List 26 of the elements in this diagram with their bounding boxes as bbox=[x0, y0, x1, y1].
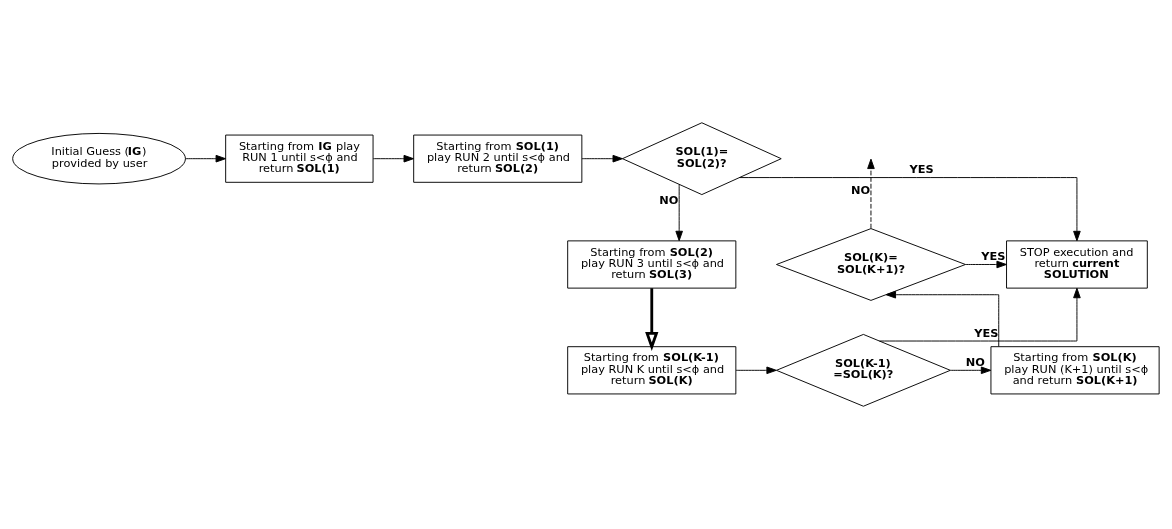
node-box: Starting from SOL(1) play RUN 2 until s<ϕ and return SOL(2) bbox=[413, 134, 583, 183]
node-box: Starting from SOL(K) play RUN (K+1) until s<ϕ and return SOL(K+1) bbox=[990, 346, 1160, 395]
edge-label: YES bbox=[909, 162, 934, 177]
arrow bbox=[949, 366, 992, 375]
arrow bbox=[645, 288, 659, 351]
edge-label: YES bbox=[974, 325, 999, 340]
arrow bbox=[879, 287, 1081, 342]
node-diamond: SOL(1)= SOL(2)? bbox=[622, 122, 782, 196]
arrow bbox=[735, 366, 777, 375]
arrow bbox=[581, 154, 623, 163]
arrow bbox=[739, 177, 1081, 242]
arrow bbox=[965, 260, 1007, 269]
edge-label: NO bbox=[965, 355, 985, 370]
node-box: Starting from SOL(2) play RUN 3 until s<ϕ and return SOL(3) bbox=[567, 240, 737, 289]
node-box: STOP execution and return current SOLUTION bbox=[1006, 240, 1148, 289]
edge-label: YES bbox=[981, 249, 1006, 264]
arrow bbox=[185, 154, 226, 163]
node-box: Starting from IG play RUN 1 until s<ϕ and return SOL(1) bbox=[225, 134, 374, 183]
edge-label: NO bbox=[851, 183, 871, 198]
arrow bbox=[885, 290, 1000, 347]
arrow bbox=[372, 154, 414, 163]
arrow bbox=[867, 158, 875, 229]
arrow bbox=[675, 184, 683, 242]
node-diamond: SOL(K-1) =SOL(K)? bbox=[776, 333, 951, 407]
node-ellipse: Initial Guess (IG) provided by user bbox=[12, 132, 186, 185]
node-box: Starting from SOL(K-1) play RUN K until s<ϕ and return SOL(K) bbox=[567, 346, 737, 395]
